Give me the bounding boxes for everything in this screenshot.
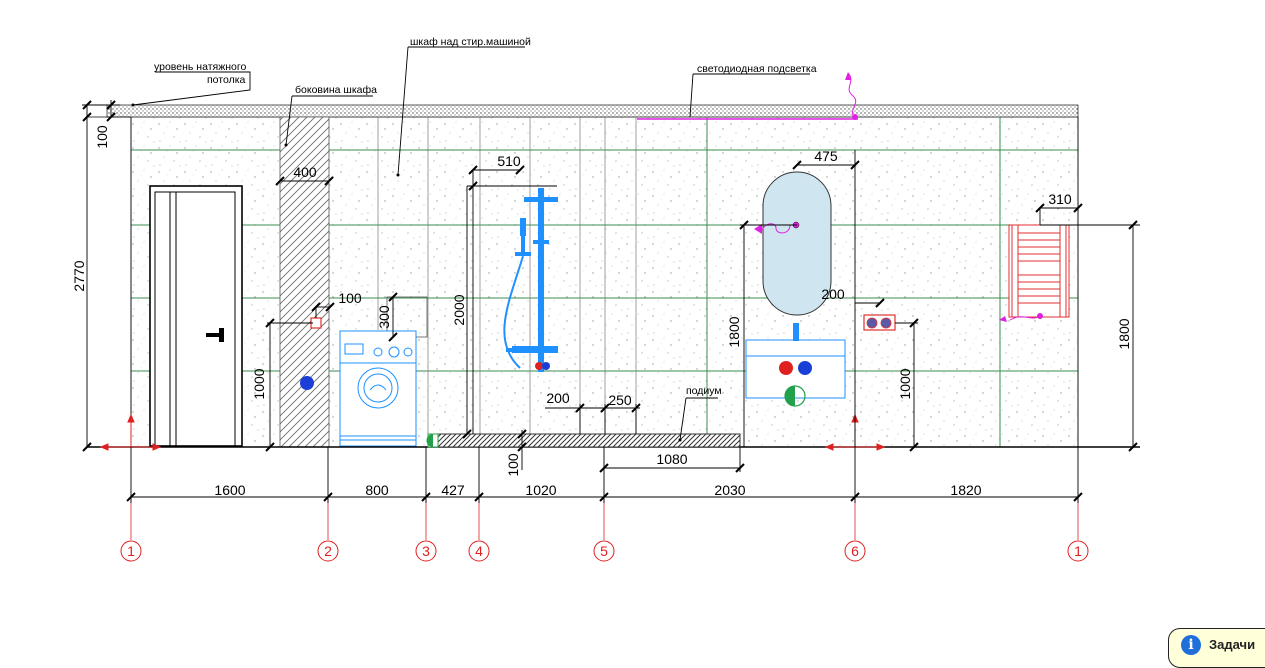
dimension-lines <box>82 46 1140 503</box>
note-cabinet-above-washer: шкаф над стир.машиной <box>410 36 531 48</box>
dim-100-socket: 100 <box>338 290 362 306</box>
heated-towel-rail <box>1008 224 1070 318</box>
info-icon: i <box>1181 635 1201 655</box>
dim-1080: 1080 <box>656 451 687 467</box>
dim-bottom-1020: 1020 <box>525 482 556 498</box>
axis-label-5: 5 <box>600 543 608 559</box>
water-outlet-icon <box>300 376 314 390</box>
dim-100-podium: 100 <box>505 453 521 477</box>
axis-label-6: 6 <box>851 543 859 559</box>
note-ceiling-level-1: уровень натяжного <box>154 61 246 73</box>
door <box>149 185 243 447</box>
wall-divisions <box>377 117 637 447</box>
dim-300: 300 <box>376 305 392 329</box>
dim-2770: 2770 <box>71 260 87 291</box>
dim-1000-right: 1000 <box>897 368 913 399</box>
axis-label-2: 2 <box>324 543 332 559</box>
podium <box>427 433 741 448</box>
axis-bubbles <box>120 540 1089 562</box>
dim-200-podium: 200 <box>546 390 570 406</box>
dim-1800-sink: 1800 <box>726 316 742 347</box>
dim-bottom-1600: 1600 <box>214 482 245 498</box>
dim-510: 510 <box>497 153 521 169</box>
dim-310: 310 <box>1048 191 1072 207</box>
washing-machine <box>339 330 417 447</box>
dim-1800-right: 1800 <box>1116 318 1132 349</box>
dim-1000-left: 1000 <box>251 368 267 399</box>
double-socket-icon <box>863 314 896 331</box>
axis-label-1-end: 1 <box>1074 543 1082 559</box>
note-cabinet-side: боковина шкафа <box>295 84 377 96</box>
dim-200-right: 200 <box>821 286 845 302</box>
tasks-notification-label: Задачи <box>1209 637 1256 652</box>
dim-bottom-800: 800 <box>365 482 389 498</box>
dim-100-top: 100 <box>94 125 110 149</box>
bathroom-elevation-drawing: 1 2 3 4 5 6 1 <box>71 36 1140 562</box>
axis-label-4: 4 <box>475 543 483 559</box>
washbasin <box>745 323 846 407</box>
dim-400: 400 <box>293 164 317 180</box>
dim-bottom-2030: 2030 <box>714 482 745 498</box>
axis-label-1: 1 <box>127 543 135 559</box>
shower-system <box>503 188 558 372</box>
axis-lines <box>130 497 1079 540</box>
note-podium: подиум <box>686 385 722 397</box>
note-led-strip: светодиодная подсветка <box>697 63 817 75</box>
dim-250: 250 <box>608 392 632 408</box>
ceiling-strip <box>106 104 1079 118</box>
dim-bottom-427: 427 <box>441 482 465 498</box>
dim-475: 475 <box>814 148 838 164</box>
dim-bottom-1820: 1820 <box>950 482 981 498</box>
oval-mirror <box>762 171 832 316</box>
cabinet-side-panel <box>279 116 330 448</box>
note-ceiling-level-2: потолка <box>207 74 246 86</box>
tasks-notification[interactable]: i Задачи <box>1168 628 1265 668</box>
wall-surface <box>130 116 1079 448</box>
dim-2000: 2000 <box>451 294 467 325</box>
axis-label-3: 3 <box>422 543 430 559</box>
